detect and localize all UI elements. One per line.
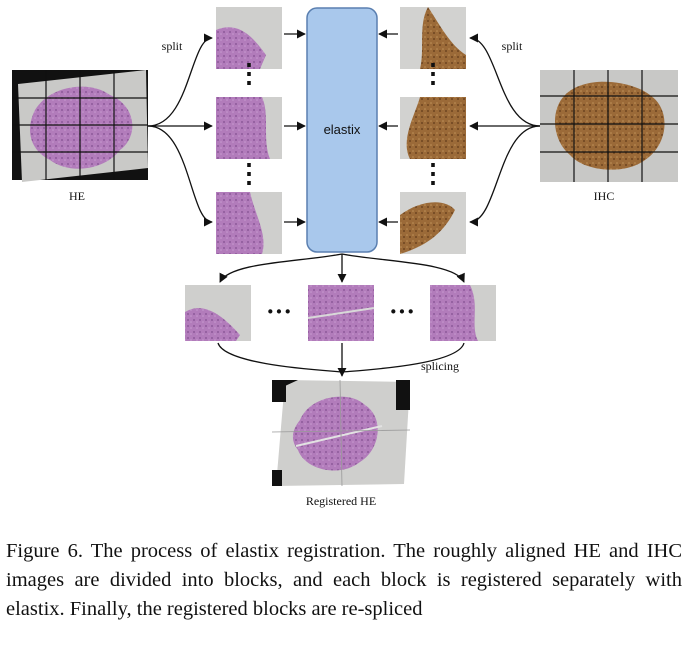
he-block-bottom xyxy=(216,192,282,254)
blocks-to-elastix-arrows xyxy=(284,29,398,227)
he-tissue xyxy=(30,86,133,169)
he-block-middle xyxy=(216,97,282,159)
split-label-right: split xyxy=(502,39,523,53)
ihc-blocks-ellipsis-2: ⋮ xyxy=(420,159,446,188)
he-blocks-ellipsis-1: ⋮ xyxy=(236,59,262,88)
split-arrows-left xyxy=(147,33,213,227)
registered-block-3 xyxy=(430,285,496,341)
ihc-block-top xyxy=(400,7,466,69)
registered-he-image xyxy=(271,379,411,487)
ihc-block-grid xyxy=(540,70,678,182)
he-block-grid xyxy=(12,70,148,180)
he-slide-image xyxy=(12,70,148,182)
ihc-tissue xyxy=(554,81,665,170)
elastix-block xyxy=(306,7,378,253)
ihc-slide-image xyxy=(540,70,678,182)
registered-block-2 xyxy=(307,285,375,341)
splicing-arrows xyxy=(217,342,465,377)
registered-ellipsis-1: ··· xyxy=(266,297,292,326)
elastix-output-arrows xyxy=(219,253,465,283)
ihc-block-middle xyxy=(400,97,466,159)
he-label: HE xyxy=(69,189,85,203)
registered-block-1 xyxy=(185,285,251,341)
registered-he-label: Registered HE xyxy=(306,494,376,508)
elastix-label: elastix xyxy=(324,122,361,137)
ihc-label: IHC xyxy=(594,189,615,203)
split-arrows-right xyxy=(469,33,541,227)
registered-ellipsis-2: ··· xyxy=(389,297,415,326)
splicing-label: splicing xyxy=(421,359,459,373)
elastix-registration-diagram: HE IHC ⋮ ⋮ ⋮ ⋮ xyxy=(12,7,678,508)
figure-caption: Figure 6. The process of elastix registr… xyxy=(6,540,682,620)
he-blocks-ellipsis-2: ⋮ xyxy=(236,159,262,188)
ihc-blocks-ellipsis-1: ⋮ xyxy=(420,59,446,88)
ihc-block-bottom xyxy=(400,192,466,254)
split-label-left: split xyxy=(162,39,183,53)
he-block-top xyxy=(216,7,282,69)
